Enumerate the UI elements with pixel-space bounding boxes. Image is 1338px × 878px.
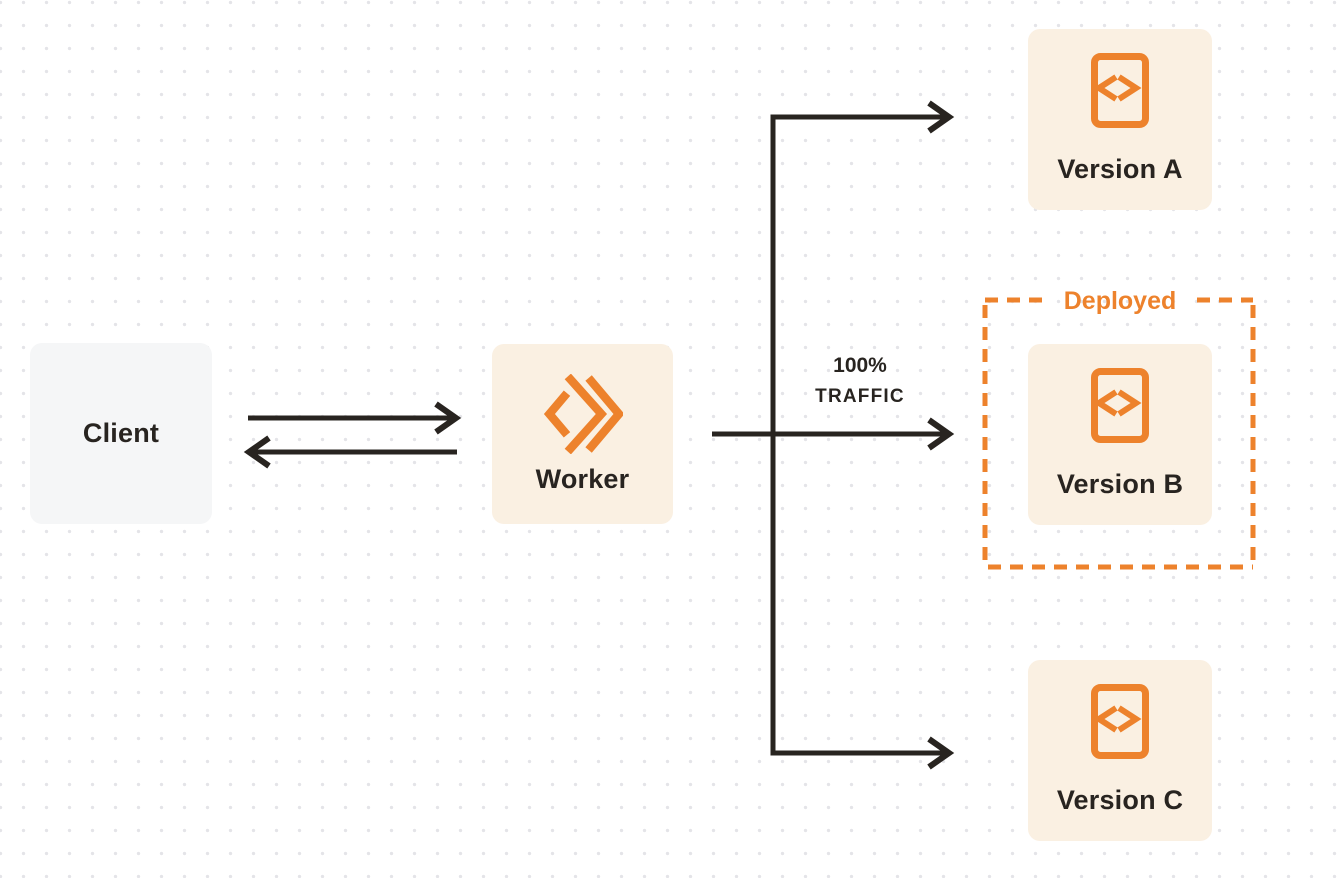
traffic-annotation: 100% TRAFFIC bbox=[780, 350, 940, 412]
arrowhead-branch-to-version-c bbox=[927, 736, 955, 770]
version-b-label: Version B bbox=[1056, 469, 1184, 499]
node-version-b: Version B bbox=[1028, 344, 1212, 525]
traffic-word-label: TRAFFIC bbox=[815, 386, 905, 407]
arrowhead-worker-to-version-b bbox=[927, 417, 955, 451]
version-c-label: Version C bbox=[1056, 785, 1184, 815]
client-label: Client bbox=[82, 418, 160, 448]
code-file-icon bbox=[1091, 684, 1149, 759]
version-a-label: Version A bbox=[1057, 154, 1183, 184]
deployed-badge: Deployed bbox=[1063, 287, 1177, 315]
cloudflare-workers-icon bbox=[543, 373, 623, 454]
worker-label: Worker bbox=[535, 463, 630, 494]
code-file-icon bbox=[1091, 53, 1149, 128]
node-client: Client bbox=[30, 343, 212, 524]
node-version-a: Version A bbox=[1028, 29, 1212, 210]
arrowhead-branch-to-version-a bbox=[927, 100, 955, 134]
node-worker: Worker bbox=[492, 344, 673, 524]
arrowhead-worker-to-client bbox=[243, 435, 271, 469]
arrowhead-client-to-worker bbox=[434, 401, 462, 435]
node-version-c: Version C bbox=[1028, 660, 1212, 841]
code-file-icon bbox=[1091, 368, 1149, 443]
traffic-percent-label: 100% bbox=[833, 354, 887, 377]
